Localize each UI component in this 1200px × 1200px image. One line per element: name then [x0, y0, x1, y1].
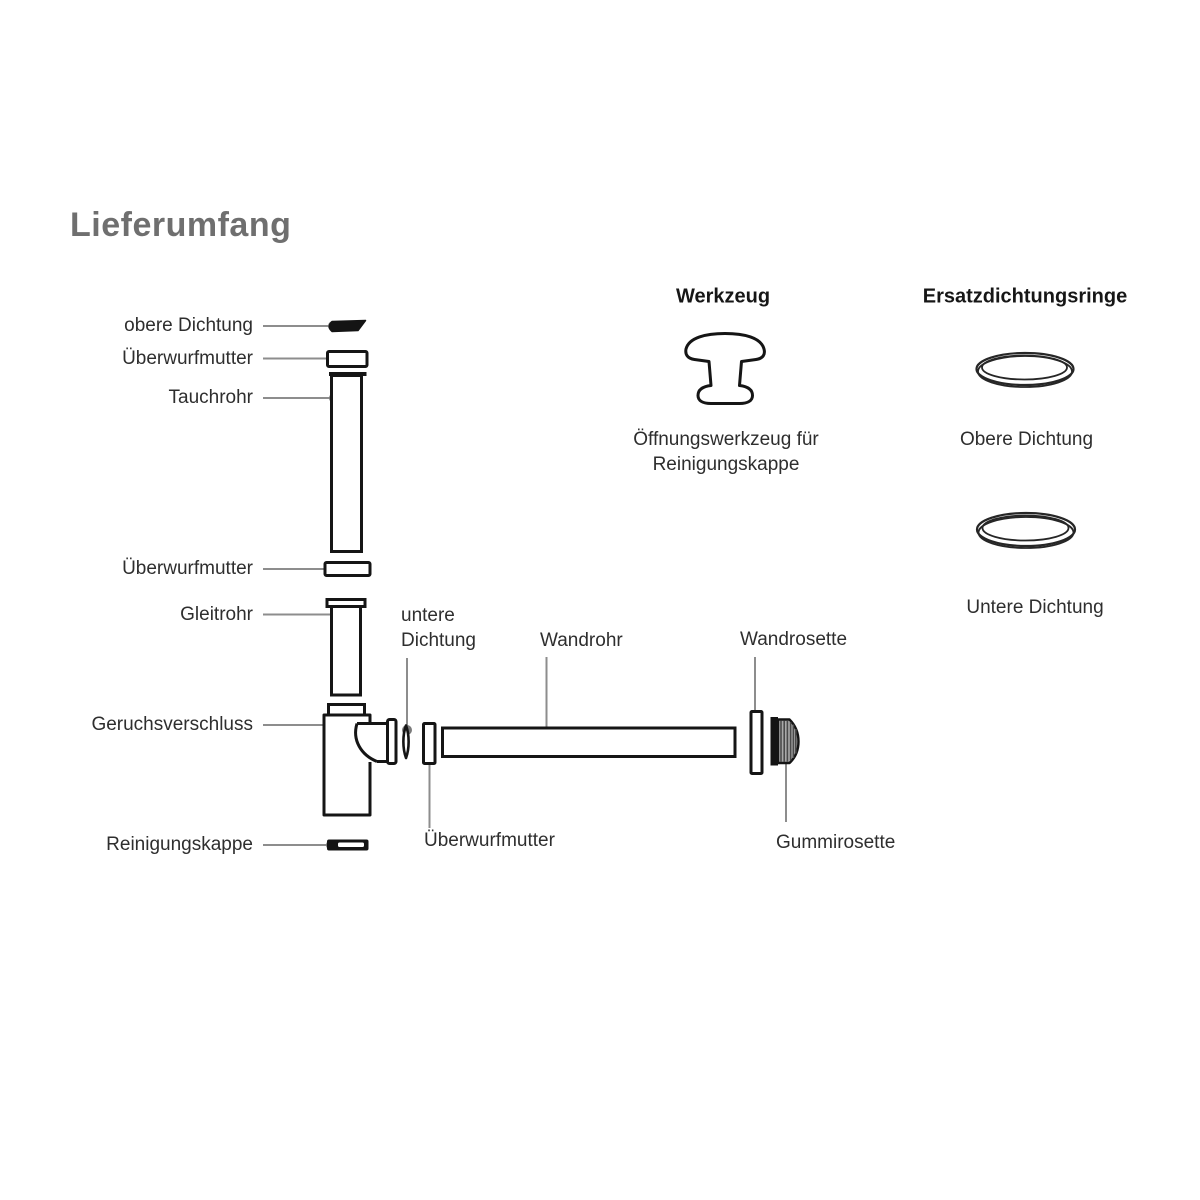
caption-oeffnungswerkzeug: Öffnungswerkzeug für Reinigungskappe — [633, 427, 819, 477]
gummirosette-rubber — [770, 717, 800, 766]
heading-werkzeug: Werkzeug — [675, 285, 771, 308]
ueberwurfmutter-nut-mid — [323, 561, 372, 577]
wandrohr-pipe — [441, 726, 737, 758]
geruchsverschluss-trap — [322, 703, 398, 817]
label-wandrosette: Wandrosette — [740, 628, 848, 650]
wandrosette-ring — [749, 710, 764, 775]
label-obere-dichtung: obere Dichtung — [124, 315, 253, 336]
label-untere-dichtung: untere Dichtung — [401, 603, 476, 653]
gleitrohr-pipe — [325, 598, 367, 697]
label-untere-dichtung-line2: Dichtung — [401, 630, 476, 651]
label-untere-dichtung-line1: untere — [401, 605, 455, 626]
label-reinigungskappe: Reinigungskappe — [106, 834, 253, 855]
ueberwurfmutter-nut-top — [326, 350, 369, 368]
untere-dichtung-seal — [402, 724, 410, 760]
reinigungskappe-cap — [327, 839, 369, 851]
caption-line1: Öffnungswerkzeug für — [633, 429, 819, 450]
label-wandrohr: Wandrohr — [540, 630, 623, 651]
t-handle-opening-tool-icon — [684, 332, 766, 405]
label-ueberwurfmutter-3: Überwurfmutter — [424, 830, 555, 851]
label-obere-dichtung-ring: Obere Dichtung — [959, 429, 1094, 450]
label-geruchsverschluss: Geruchsverschluss — [91, 714, 253, 735]
label-gummirosette: Gummirosette — [776, 831, 896, 853]
label-ueberwurfmutter-2: Überwurfmutter — [122, 558, 253, 579]
label-tauchrohr: Tauchrohr — [168, 387, 254, 408]
label-gleitrohr: Gleitrohr — [180, 603, 253, 625]
o-ring-obere-icon — [975, 351, 1075, 388]
ueberwurfmutter-nut-horizontal — [422, 722, 437, 765]
page-title: Lieferumfang — [70, 206, 292, 244]
caption-line2: Reinigungskappe — [652, 454, 800, 475]
o-ring-untere-icon — [975, 511, 1077, 549]
obere-dichtung-seal — [328, 319, 367, 333]
callout-lines — [263, 325, 787, 846]
heading-ersatzdichtungsringe: Ersatzdichtungsringe — [922, 285, 1128, 308]
label-untere-dichtung-ring: Untere Dichtung — [966, 596, 1104, 618]
tauchrohr-pipe — [329, 372, 367, 553]
label-ueberwurfmutter-1: Überwurfmutter — [122, 347, 253, 369]
